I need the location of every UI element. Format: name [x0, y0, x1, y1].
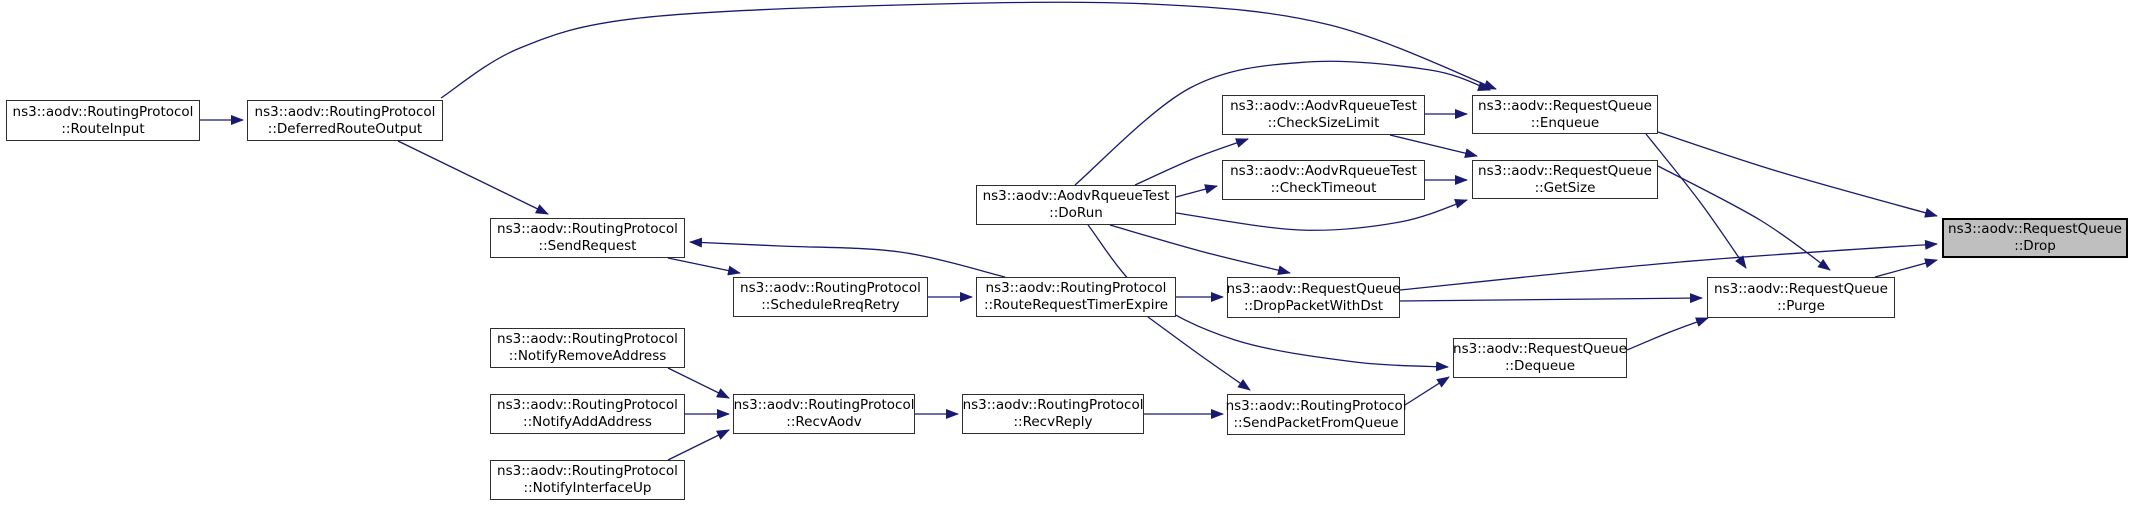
node-recv-reply[interactable]: ns3::aodv::RoutingProtocol::RecvReply [962, 394, 1144, 434]
edge-notify-remove-address-to-recv-aodv [667, 367, 730, 399]
edge-deferred-route-output-to-send-request [397, 140, 549, 215]
node-notify-add-address[interactable]: ns3::aodv::RoutingProtocol::NotifyAddAdd… [490, 394, 685, 434]
node-label: ::RecvReply [1013, 414, 1093, 430]
node-label: ns3::aodv::RoutingProtocol [1225, 397, 1407, 414]
node-do-run[interactable]: ns3::aodv::AodvRqueueTest::DoRun [976, 185, 1176, 225]
node-notify-remove-address[interactable]: ns3::aodv::RoutingProtocol::NotifyRemove… [490, 328, 685, 368]
node-label: ns3::aodv::RoutingProtocol [733, 397, 915, 413]
node-label: ::SendPacketFromQueue [1233, 414, 1399, 431]
node-check-size-limit[interactable]: ns3::aodv::AodvRqueueTest::CheckSizeLimi… [1222, 95, 1425, 135]
edge-send-request-to-schedule-rreq-retry [667, 257, 741, 276]
edge-drop-packet-with-dst-to-drop [1399, 239, 1938, 291]
node-label: ns3::aodv::RoutingProtocol [740, 280, 921, 296]
edge-dequeue-to-purge [1626, 317, 1709, 351]
node-label: ns3::aodv::AodvRqueueTest [1230, 163, 1417, 179]
node-label: ns3::aodv::RoutingProtocol [254, 103, 436, 120]
node-label: ns3::aodv::RoutingProtocol [497, 331, 678, 347]
node-label: ns3::aodv::RoutingProtocol [497, 397, 678, 413]
node-label: ::RouteRequestTimerExpire [983, 297, 1169, 313]
node-notify-interface-up[interactable]: ns3::aodv::RoutingProtocol::NotifyInterf… [490, 460, 685, 500]
node-get-size[interactable]: ns3::aodv::RequestQueue::GetSize [1472, 160, 1658, 199]
edge-route-request-timer-expire-to-send-request [689, 237, 1006, 278]
node-label: ::RecvAodv [786, 414, 862, 430]
node-dequeue[interactable]: ns3::aodv::RequestQueue::Dequeue [1453, 338, 1627, 378]
edge-purge-to-drop [1874, 258, 1938, 278]
node-label: ns3::aodv::RequestQueue [1453, 341, 1627, 357]
node-route-request-timer-expire[interactable]: ns3::aodv::RoutingProtocol::RouteRequest… [976, 277, 1176, 317]
edge-get-size-to-purge [1657, 165, 1831, 271]
edge-enqueue-to-purge [1645, 133, 1747, 269]
edge-check-size-limit-to-get-size [1389, 134, 1478, 159]
node-label: ::ScheduleRreqRetry [761, 297, 900, 313]
node-send-packet-from-queue[interactable]: ns3::aodv::RoutingProtocol::SendPacketFr… [1225, 394, 1407, 435]
node-route-input[interactable]: ns3::aodv::RoutingProtocol::RouteInput [6, 100, 200, 141]
edge-drop-packet-with-dst-to-purge [1399, 293, 1703, 304]
node-label: ::DropPacketWithDst [1243, 297, 1384, 314]
node-label: ns3::aodv::RoutingProtocol [497, 463, 678, 479]
node-label: ns3::aodv::RequestQueue [1478, 162, 1652, 179]
node-label: ns3::aodv::AodvRqueueTest [982, 188, 1170, 204]
edge-send-packet-from-queue-to-dequeue [1404, 376, 1450, 406]
node-label: ::CheckTimeout [1270, 180, 1377, 196]
node-label: ::Dequeue [1504, 358, 1576, 374]
edge-do-run-to-drop-packet-with-dst [1109, 224, 1291, 276]
node-label: ns3::aodv::RequestQueue [1948, 221, 2122, 237]
node-label: ns3::aodv::RequestQueue [1478, 97, 1652, 114]
node-label: ::Enqueue [1530, 114, 1600, 131]
node-label: ::NotifyInterfaceUp [523, 480, 652, 496]
node-drop-packet-with-dst[interactable]: ns3::aodv::RequestQueue::DropPacketWithD… [1227, 277, 1400, 318]
edge-do-run-to-enqueue [1074, 60, 1491, 186]
edge-deferred-route-output-to-enqueue [440, 1, 1497, 99]
edge-enqueue-to-drop [1657, 131, 1938, 218]
node-label: ns3::aodv::AodvRqueueTest [1230, 98, 1417, 114]
edge-route-request-timer-expire-to-send-packet-from-queue [1147, 316, 1251, 391]
node-label: ::Drop [2014, 238, 2056, 254]
node-label: ns3::aodv::RoutingProtocol [985, 280, 1167, 296]
node-label: ::GetSize [1534, 179, 1596, 196]
edge-do-run-to-get-size [1175, 198, 1468, 231]
node-enqueue[interactable]: ns3::aodv::RequestQueue::Enqueue [1472, 95, 1658, 134]
node-label: ns3::aodv::RoutingProtocol [962, 397, 1144, 413]
node-label: ::RouteInput [61, 120, 145, 137]
node-label: ::Purge [1777, 297, 1825, 314]
node-schedule-rreq-retry[interactable]: ns3::aodv::RoutingProtocol::ScheduleRreq… [733, 277, 928, 317]
node-label: ns3::aodv::RoutingProtocol [12, 103, 194, 120]
node-send-request[interactable]: ns3::aodv::RoutingProtocol::SendRequest [490, 218, 685, 258]
edge-do-run-to-check-size-limit [1134, 138, 1249, 186]
node-purge[interactable]: ns3::aodv::RequestQueue::Purge [1707, 277, 1895, 318]
edge-notify-interface-up-to-recv-aodv [667, 429, 730, 461]
node-recv-aodv[interactable]: ns3::aodv::RoutingProtocol::RecvAodv [733, 394, 915, 434]
edge-do-run-to-check-timeout [1175, 184, 1218, 198]
node-label: ns3::aodv::RequestQueue [1226, 280, 1401, 297]
node-label: ns3::aodv::RequestQueue [1714, 280, 1888, 297]
node-check-timeout[interactable]: ns3::aodv::AodvRqueueTest::CheckTimeout [1222, 160, 1425, 200]
node-deferred-route-output[interactable]: ns3::aodv::RoutingProtocol::DeferredRout… [247, 100, 443, 141]
node-label: ::DeferredRouteOutput [267, 120, 423, 137]
node-label: ::DoRun [1049, 205, 1103, 221]
node-drop[interactable]: ns3::aodv::RequestQueue::Drop [1942, 218, 2128, 258]
node-label: ::NotifyRemoveAddress [508, 348, 667, 364]
node-label: ::SendRequest [538, 238, 637, 254]
node-label: ns3::aodv::RoutingProtocol [497, 221, 678, 237]
node-label: ::CheckSizeLimit [1267, 115, 1380, 131]
node-label: ::NotifyAddAddress [523, 414, 652, 430]
